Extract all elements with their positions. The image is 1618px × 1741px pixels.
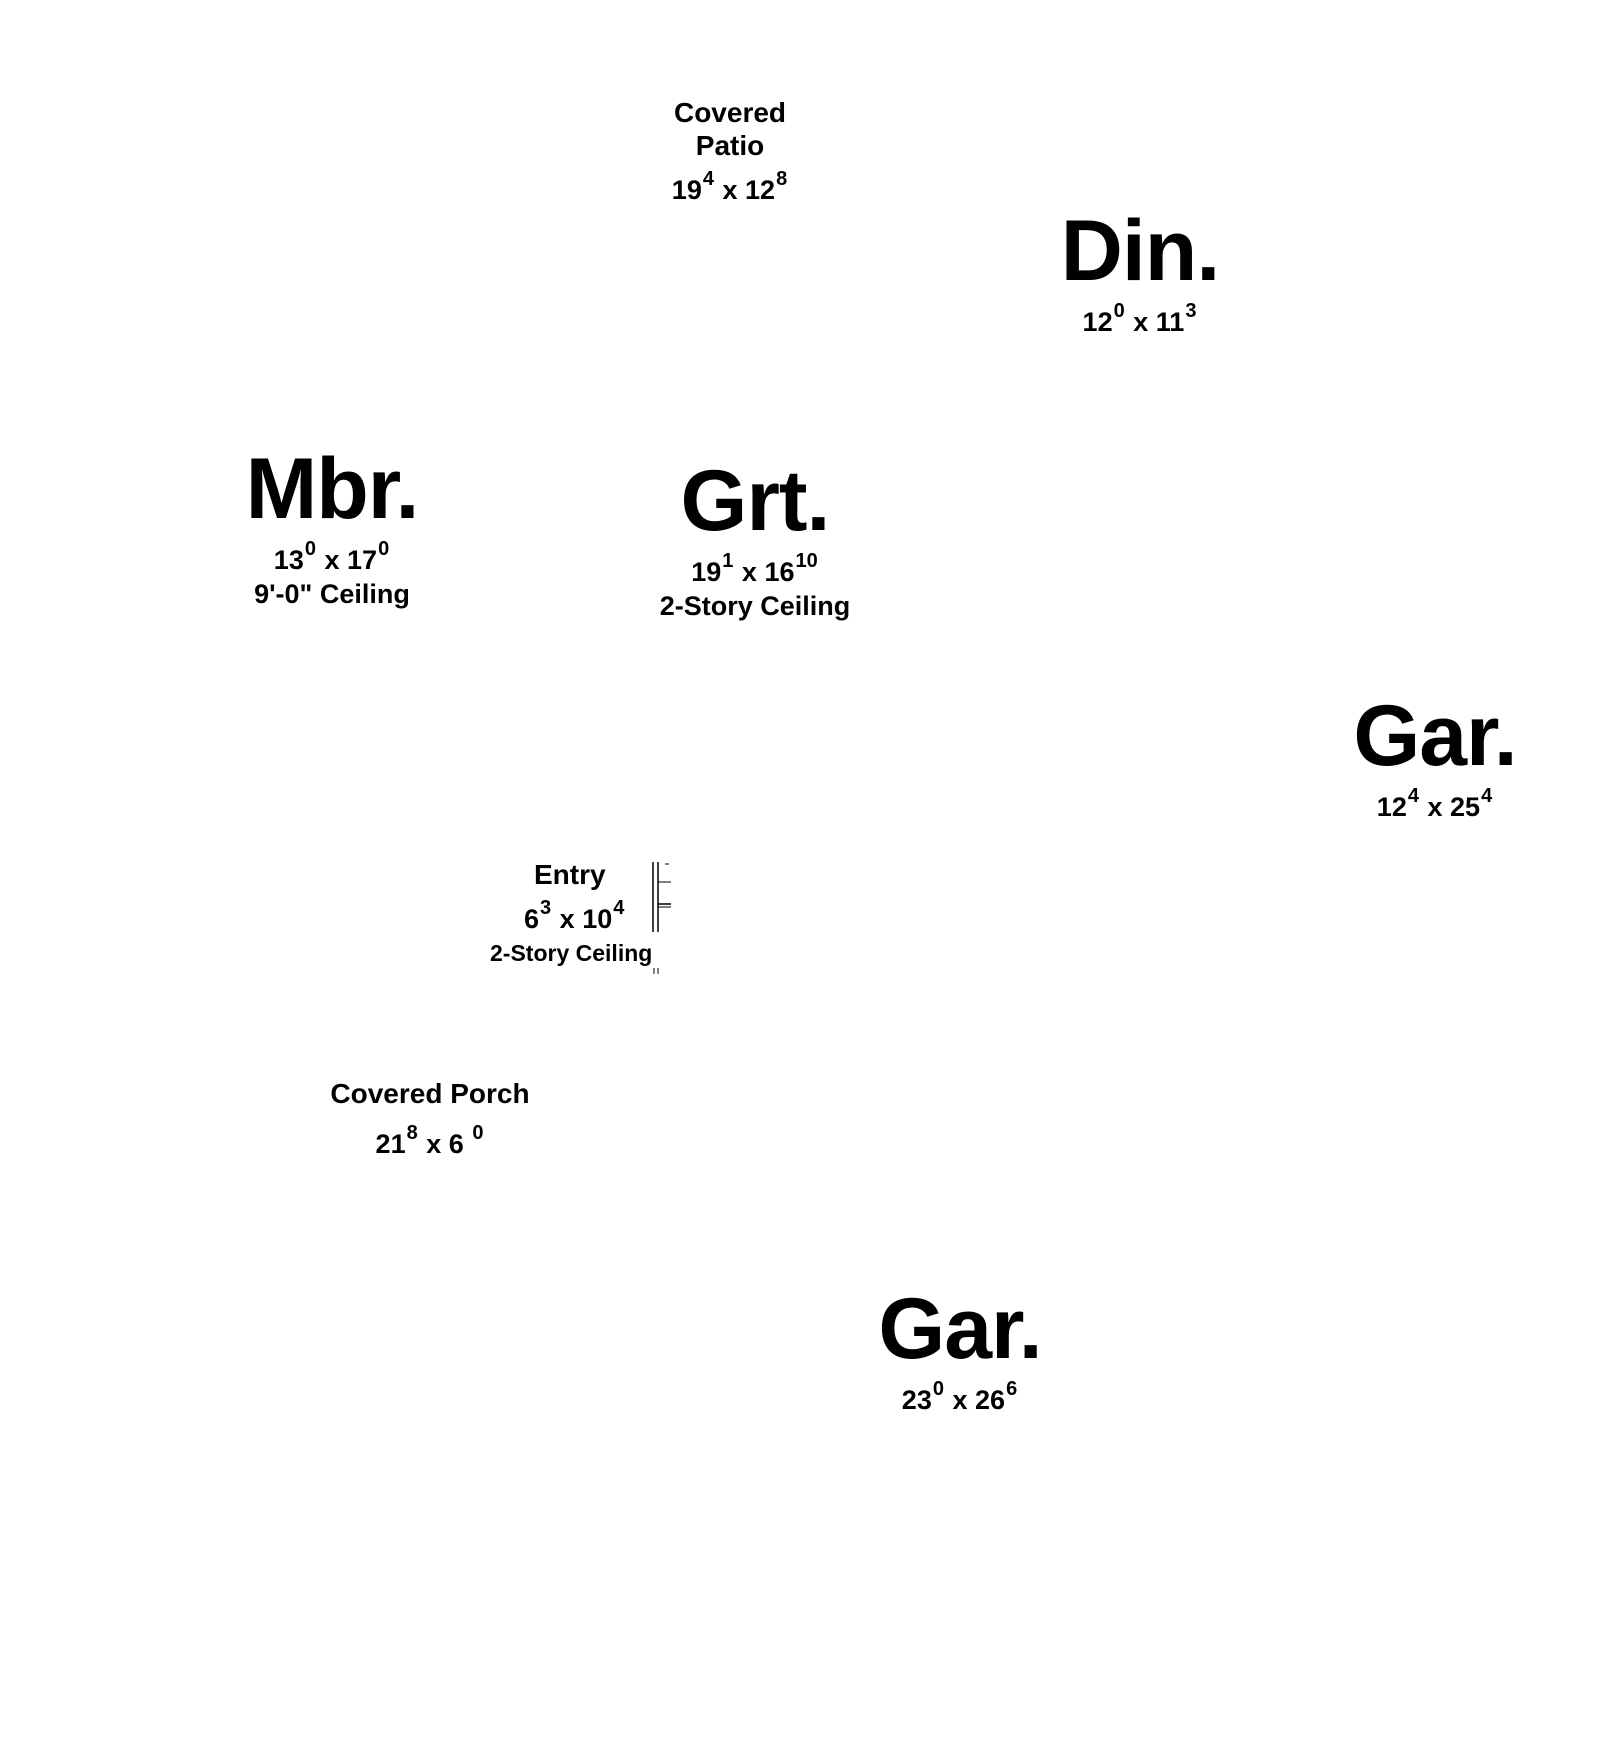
room-name: Covered Porch (330, 1078, 530, 1109)
room-ceiling: 2-Story Ceiling (659, 591, 851, 621)
room-dimensions: 218 x 6 0 (375, 1122, 484, 1159)
room-dimensions: 194 x 128 (671, 168, 788, 205)
room-covered-porch: Covered Porch 218 x 6 0 (310, 1077, 550, 1158)
room-garage-side: Gar. 124 x 254 (1335, 693, 1535, 821)
room-name: Gar. (1353, 688, 1517, 784)
room-entry: Entry 63 x 104 2-Story Ceiling (490, 858, 670, 969)
room-master-bedroom: Mbr. 130 x 170 9'-0" Ceiling (232, 446, 432, 610)
room-dimensions: 63 x 104 (524, 897, 625, 934)
room-dimensions: 130 x 170 (273, 538, 390, 575)
room-covered-patio: Covered Patio 194 x 128 (650, 96, 810, 204)
room-name: Entry (534, 859, 606, 890)
room-name: Grt. (680, 453, 831, 549)
room-dimensions: 124 x 254 (1376, 785, 1493, 822)
room-great-room: Grt. 191 x 1610 2-Story Ceiling (640, 458, 870, 622)
room-garage-main: Gar. 230 x 266 (860, 1286, 1060, 1414)
wall-fragment (652, 862, 671, 974)
room-dimensions: 191 x 1610 (691, 550, 818, 587)
room-name: Patio (695, 130, 765, 161)
room-name: Gar. (878, 1281, 1042, 1377)
room-ceiling: 9'-0" Ceiling (254, 579, 410, 609)
room-name: Din. (1060, 203, 1220, 299)
room-name: Covered (673, 97, 787, 128)
room-dimensions: 120 x 113 (1082, 300, 1197, 337)
room-name: Mbr. (245, 441, 420, 537)
room-ceiling: 2-Story Ceiling (490, 940, 653, 966)
room-dimensions: 230 x 266 (901, 1378, 1018, 1415)
room-dining: Din. 120 x 113 (1040, 208, 1240, 336)
